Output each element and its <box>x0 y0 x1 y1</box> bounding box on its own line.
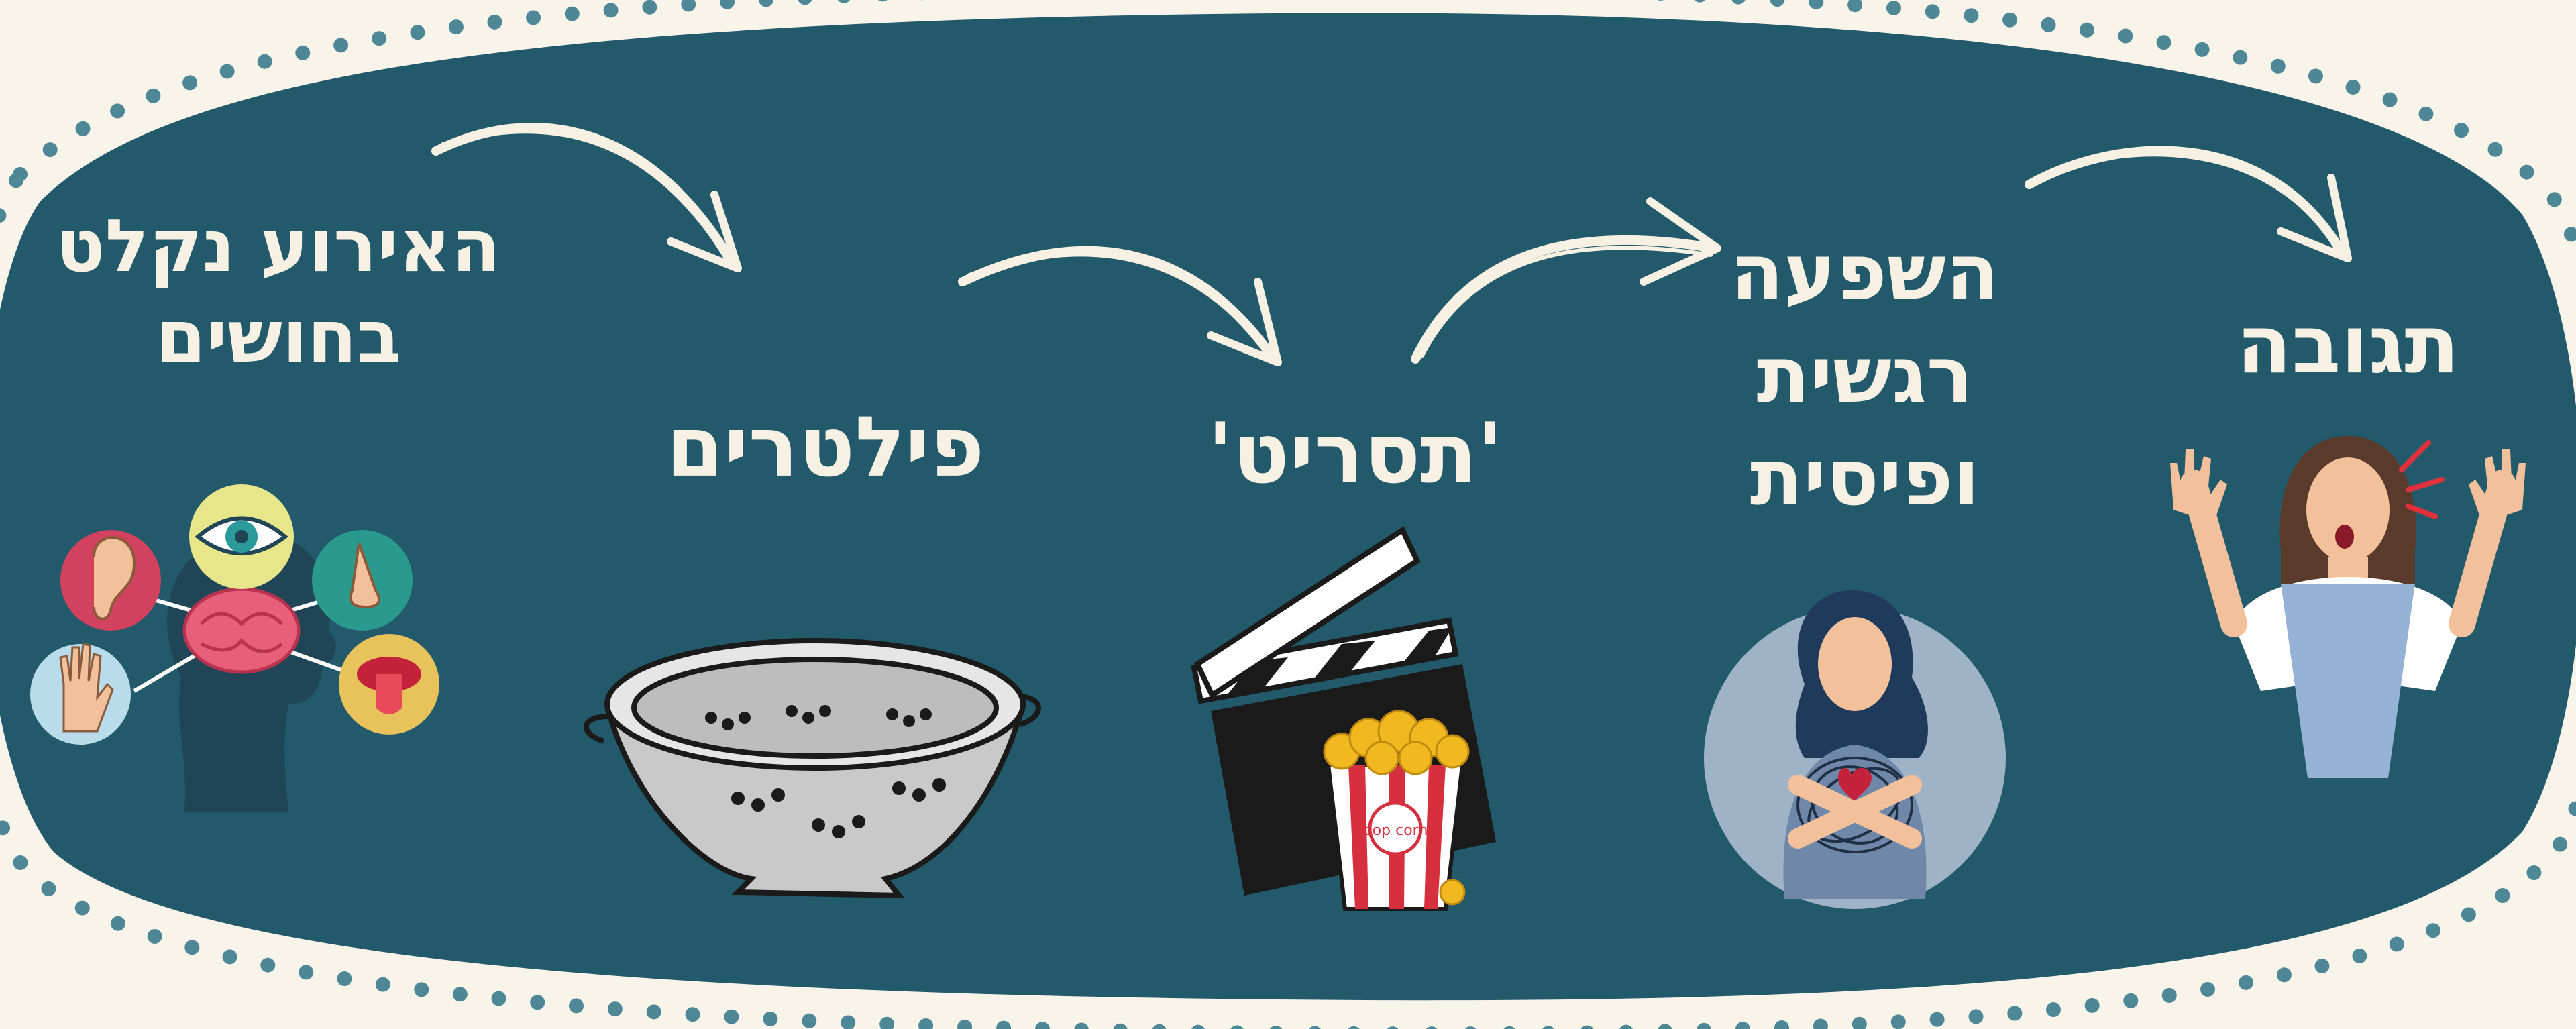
step-2-line-1: פילטרים <box>624 396 1026 500</box>
step-1-line-1: האירוע נקלט <box>47 201 510 292</box>
step-4-line-3: ופיסית <box>1717 427 2012 529</box>
step-3-line-1: 'תסריט' <box>1167 402 1543 506</box>
step-2-label: פילטרים <box>624 396 1026 500</box>
step-5-line-1: תגובה <box>2200 295 2496 396</box>
ear-sense-icon <box>60 530 161 631</box>
step-4-label: השפעה רגשית ופיסית <box>1717 221 2012 529</box>
step-4-line-2: רגשית <box>1717 324 2012 427</box>
step-4-line-1: השפעה <box>1717 221 2012 324</box>
step-1-line-2: בחושים <box>47 292 510 382</box>
nose-sense-icon <box>312 530 413 631</box>
step-1-label: האירוע נקלט בחושים <box>47 201 510 382</box>
popcorn-bucket-icon: pop corn <box>1324 711 1468 909</box>
hand-sense-icon <box>30 644 131 745</box>
popcorn-label-text: pop corn <box>1363 822 1428 839</box>
tongue-sense-icon <box>339 634 439 735</box>
step-3-label: 'תסריט' <box>1167 402 1543 506</box>
step-5-label: תגובה <box>2200 295 2496 396</box>
eye-sense-icon <box>189 484 294 589</box>
open-mouth-icon <box>2335 525 2354 549</box>
brain-icon <box>184 589 299 672</box>
